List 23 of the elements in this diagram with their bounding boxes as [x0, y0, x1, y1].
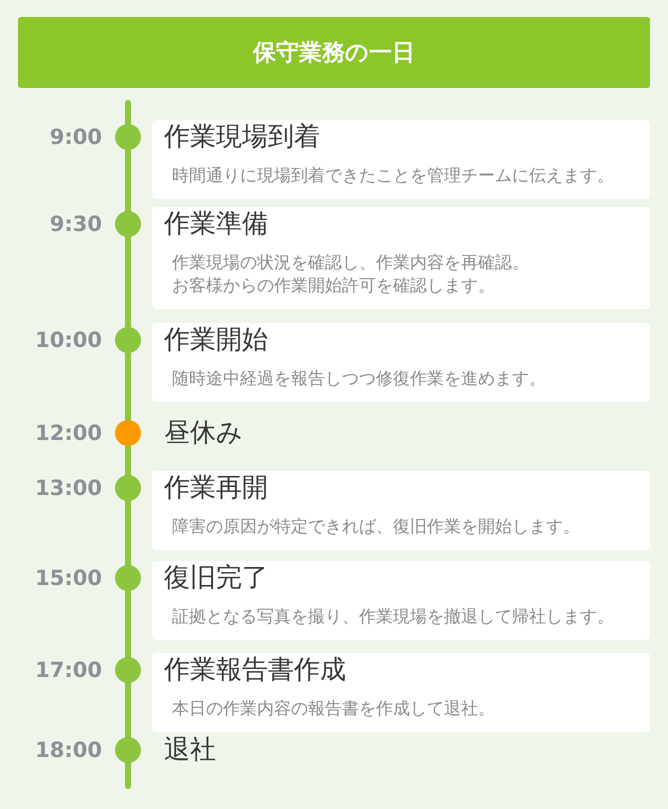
- event-description: 随時途中経過を報告しつつ修復作業を進めます。: [172, 368, 546, 391]
- event-title: 昼休み: [164, 417, 243, 450]
- time-label: 12:00: [34, 420, 102, 447]
- event-title: 退社: [164, 734, 216, 767]
- time-label: 9:30: [48, 211, 102, 238]
- time-label: 18:00: [34, 737, 102, 764]
- event-description: 本日の作業内容の報告書を作成して退社。: [172, 698, 495, 721]
- event-title: 作業開始: [164, 324, 268, 357]
- time-label: 15:00: [34, 565, 102, 592]
- event-description: 作業現場の状況を確認し、作業内容を再確認。お客様からの作業開始許可を確認します。: [172, 252, 530, 298]
- title: 保守業務の一日: [253, 38, 415, 68]
- event-title: 復旧完了: [164, 562, 268, 595]
- event-title: 作業現場到着: [164, 121, 320, 154]
- time-label: 10:00: [34, 327, 102, 354]
- event-description: 証拠となる写真を撮り、作業現場を撤退して帰社します。: [172, 606, 614, 629]
- time-label: 13:00: [34, 475, 102, 502]
- time-label: 17:00: [34, 657, 102, 684]
- event-title: 作業準備: [164, 208, 268, 241]
- event-title: 作業報告書作成: [164, 654, 346, 687]
- event-description: 障害の原因が特定できれば、復旧作業を開始します。: [172, 516, 580, 539]
- time-label: 9:00: [48, 124, 102, 151]
- event-description: 時間通りに現場到着できたことを管理チームに伝えます。: [172, 165, 614, 188]
- event-title: 作業再開: [164, 472, 268, 505]
